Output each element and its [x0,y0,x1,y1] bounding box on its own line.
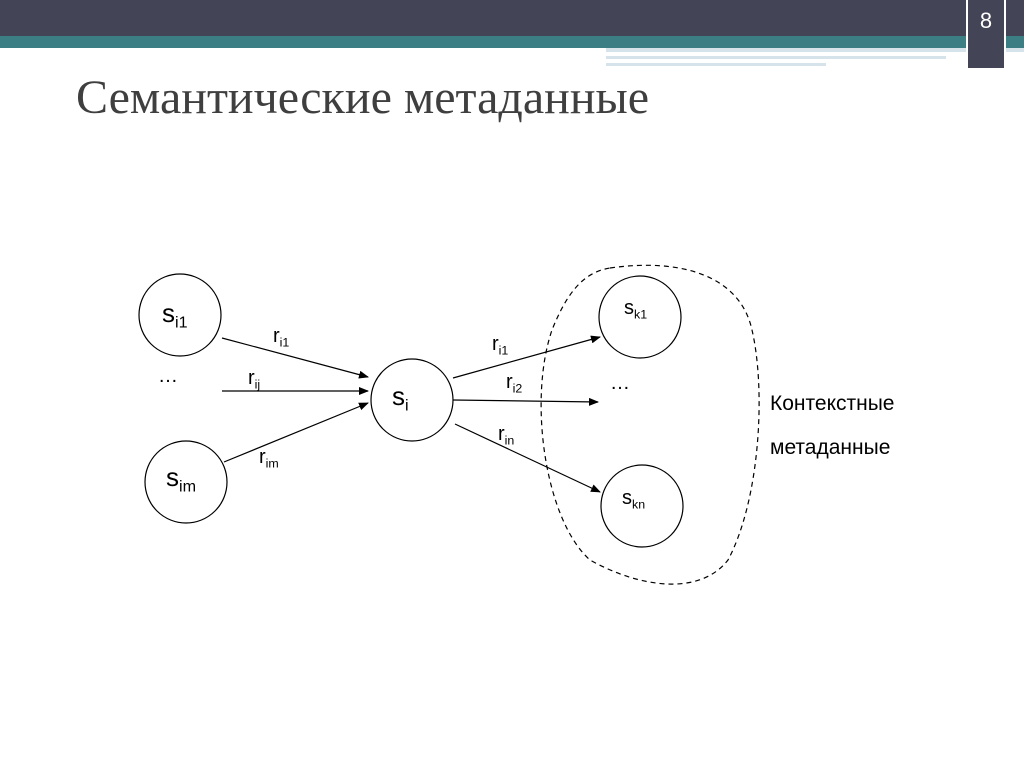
header-dark-band [0,0,1024,36]
node-skn-circle [600,464,684,548]
slide-title: Семантические метаданные [76,71,650,124]
edge-ri2-label: ri2 [506,371,523,396]
context-label-line2: метаданные [770,436,891,459]
context-label-line1: Контекстные [770,392,895,415]
node-skn-label: skn [622,487,646,512]
slide-number-box [966,0,1006,70]
ellipsis-left: … [158,365,178,387]
edge-ri1-out-label: ri1 [492,333,509,358]
edge-rim-label: rim [259,446,279,471]
node-sim-circle [144,440,228,524]
header-stripe [606,63,826,66]
edge-ri2 [452,397,599,406]
context-group-boundary [540,264,760,585]
header-stripe [606,56,946,59]
edge-ri1-in [221,337,369,379]
header-stripe [606,48,1024,52]
node-sk1-label: sk1 [624,297,648,322]
node-sim-label: sim [166,462,196,496]
edge-rin-label: rin [498,423,515,448]
node-si-label: si [392,381,409,415]
edge-ri1-in-label: ri1 [273,325,290,350]
node-sk1-circle [598,275,682,359]
node-si1-label: si1 [162,298,188,332]
node-si1-circle [138,273,222,357]
edge-rim [223,402,369,463]
edge-rin [454,423,601,493]
node-si-circle [370,358,454,442]
ellipsis-right: … [610,372,630,394]
edge-rij-label: rij [248,367,261,392]
edge-ri1-out [452,335,601,379]
slide-number: 8 [979,8,993,33]
header-teal-band [0,36,1024,48]
context-metadata-label: Контекстные метаданные [770,382,894,470]
